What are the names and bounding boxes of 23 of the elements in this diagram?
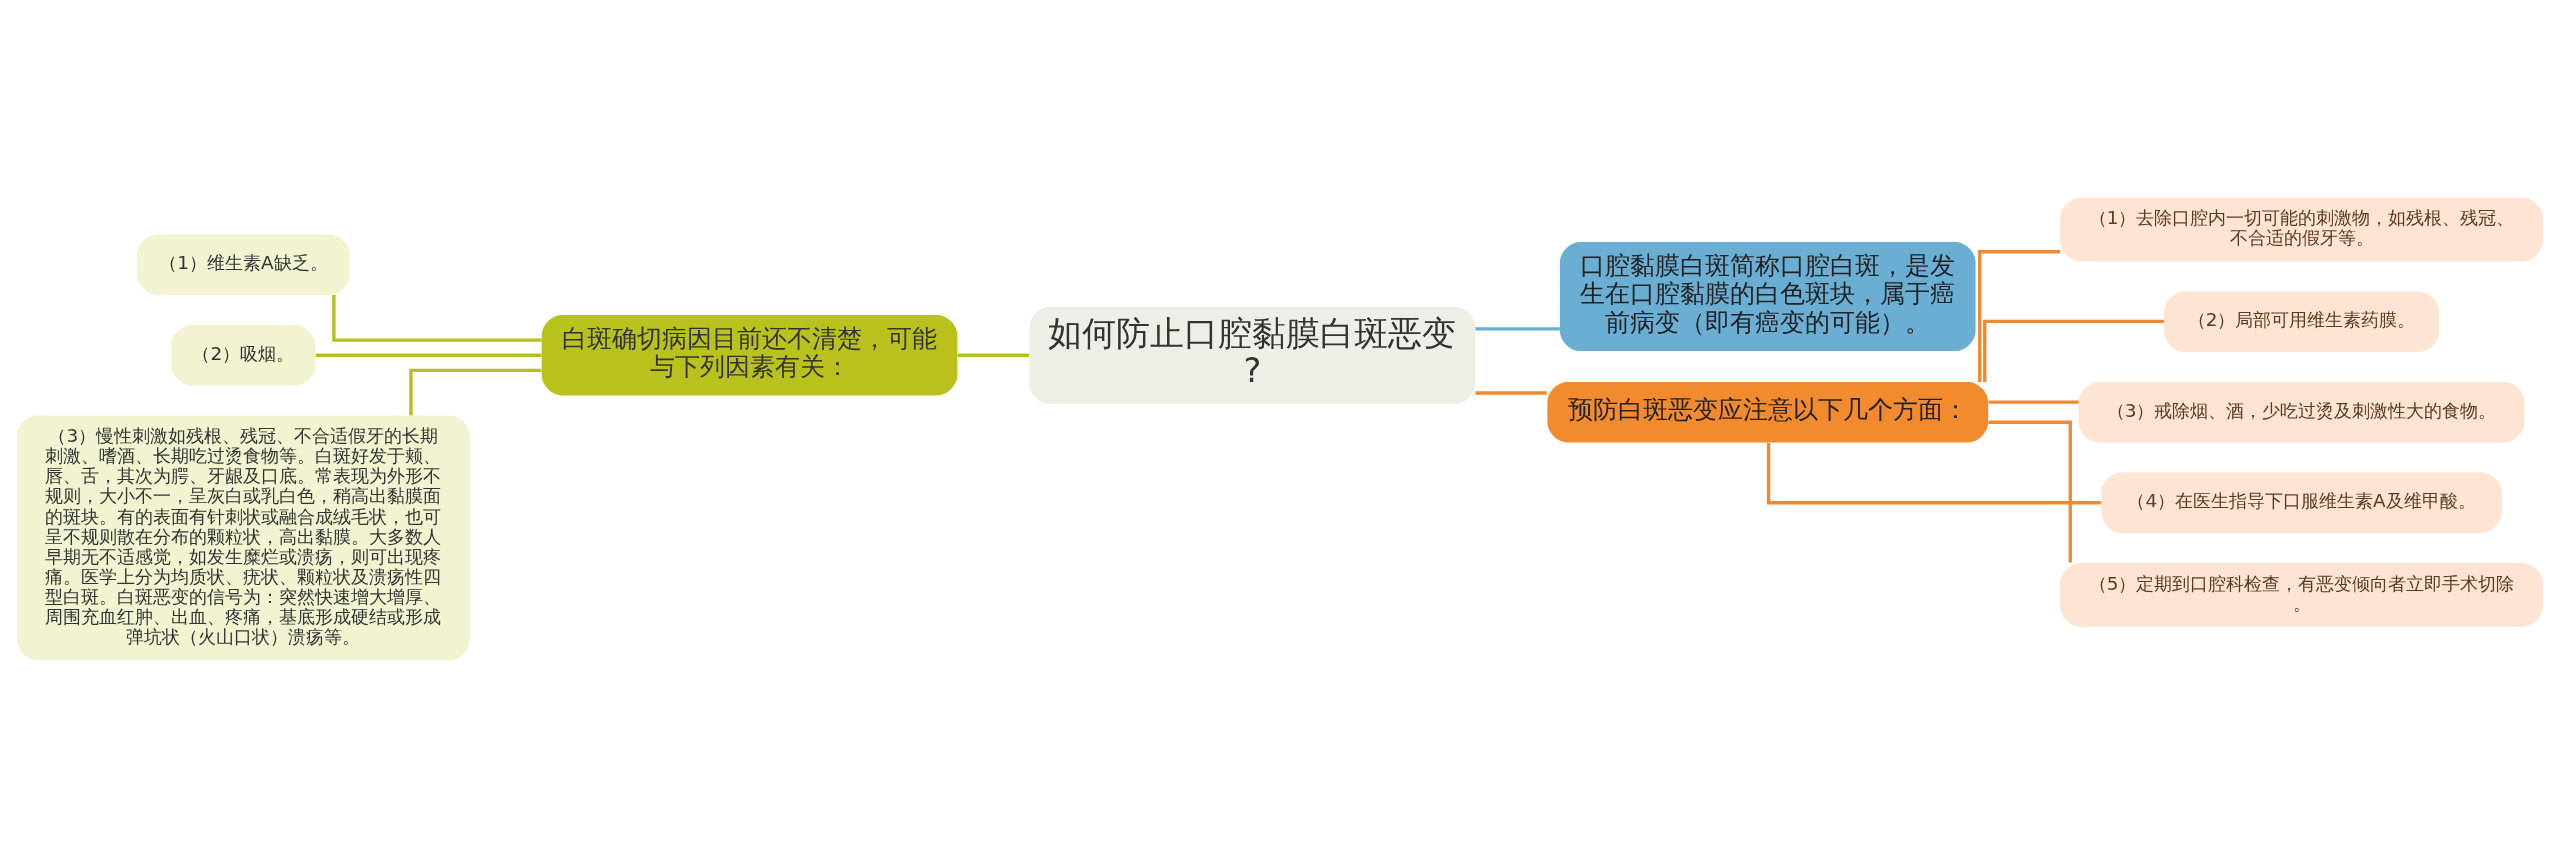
connector bbox=[1766, 442, 2101, 505]
node-box: （1）去除口腔内一切可能的刺激物，如残根、残冠、不合适的假牙等。 bbox=[2060, 197, 2543, 262]
connector bbox=[957, 353, 1029, 357]
node-box: （2）局部可用维生素药膜。 bbox=[2164, 291, 2439, 352]
node-box: （3）戒除烟、酒，少吃过烫及刺激性大的食物。 bbox=[2078, 382, 2525, 443]
connector bbox=[332, 295, 542, 342]
node-box: 如何防止口腔黏膜白斑恶变? bbox=[1029, 306, 1476, 404]
connector bbox=[1988, 420, 2072, 563]
node-box: 口腔黏膜白斑简称口腔白斑，是发生在口腔黏膜的白色斑块，属于癌前病变（即有癌变的可能）。 bbox=[1559, 242, 1976, 352]
connector bbox=[1475, 327, 1560, 331]
connector bbox=[409, 368, 542, 416]
connector bbox=[315, 353, 542, 357]
node-box: （3）慢性刺激如残根、残冠、不合适假牙的长期刺激、嗜酒、长期吃过烫食物等。白斑好发于颊、唇、舌，其次为腭、牙龈及口底。常表现为外形不规则，大小不一，呈灰白或乳白色，稍高出黏膜面的斑块。有的表面有针刺状或融合成绒毛状，也可呈不规则散在分布的颗粒状，高出黏膜。大多数人早期无不适感觉，如发生糜烂或溃疡，则可出现疼痛。医学上分为均质状、疣状、颗粒状及溃疡性四型白斑。白斑恶变的信号为：突然快速增大增厚、周围充血红肿、出血、疼痛，基底形成硬结或形成弹坑状（火山口状）溃疡等。 bbox=[17, 415, 470, 661]
node-box: （4）在医生指导下口服维生素A及维甲酸。 bbox=[2101, 472, 2502, 533]
node-box: （2）吸烟。 bbox=[171, 325, 316, 386]
connector bbox=[1978, 250, 2061, 383]
node-box: （5）定期到口腔科检查，有恶变倾向者立即手术切除。 bbox=[2060, 563, 2543, 627]
node-box: 白斑确切病因目前还不清楚，可能与下列因素有关： bbox=[541, 315, 958, 396]
connector bbox=[1475, 391, 1547, 395]
node-box: （1）维生素A缺乏。 bbox=[136, 234, 350, 295]
connector bbox=[1983, 319, 2164, 382]
connector bbox=[1988, 400, 2079, 404]
node-box: 预防白斑恶变应注意以下几个方面： bbox=[1547, 382, 1989, 443]
